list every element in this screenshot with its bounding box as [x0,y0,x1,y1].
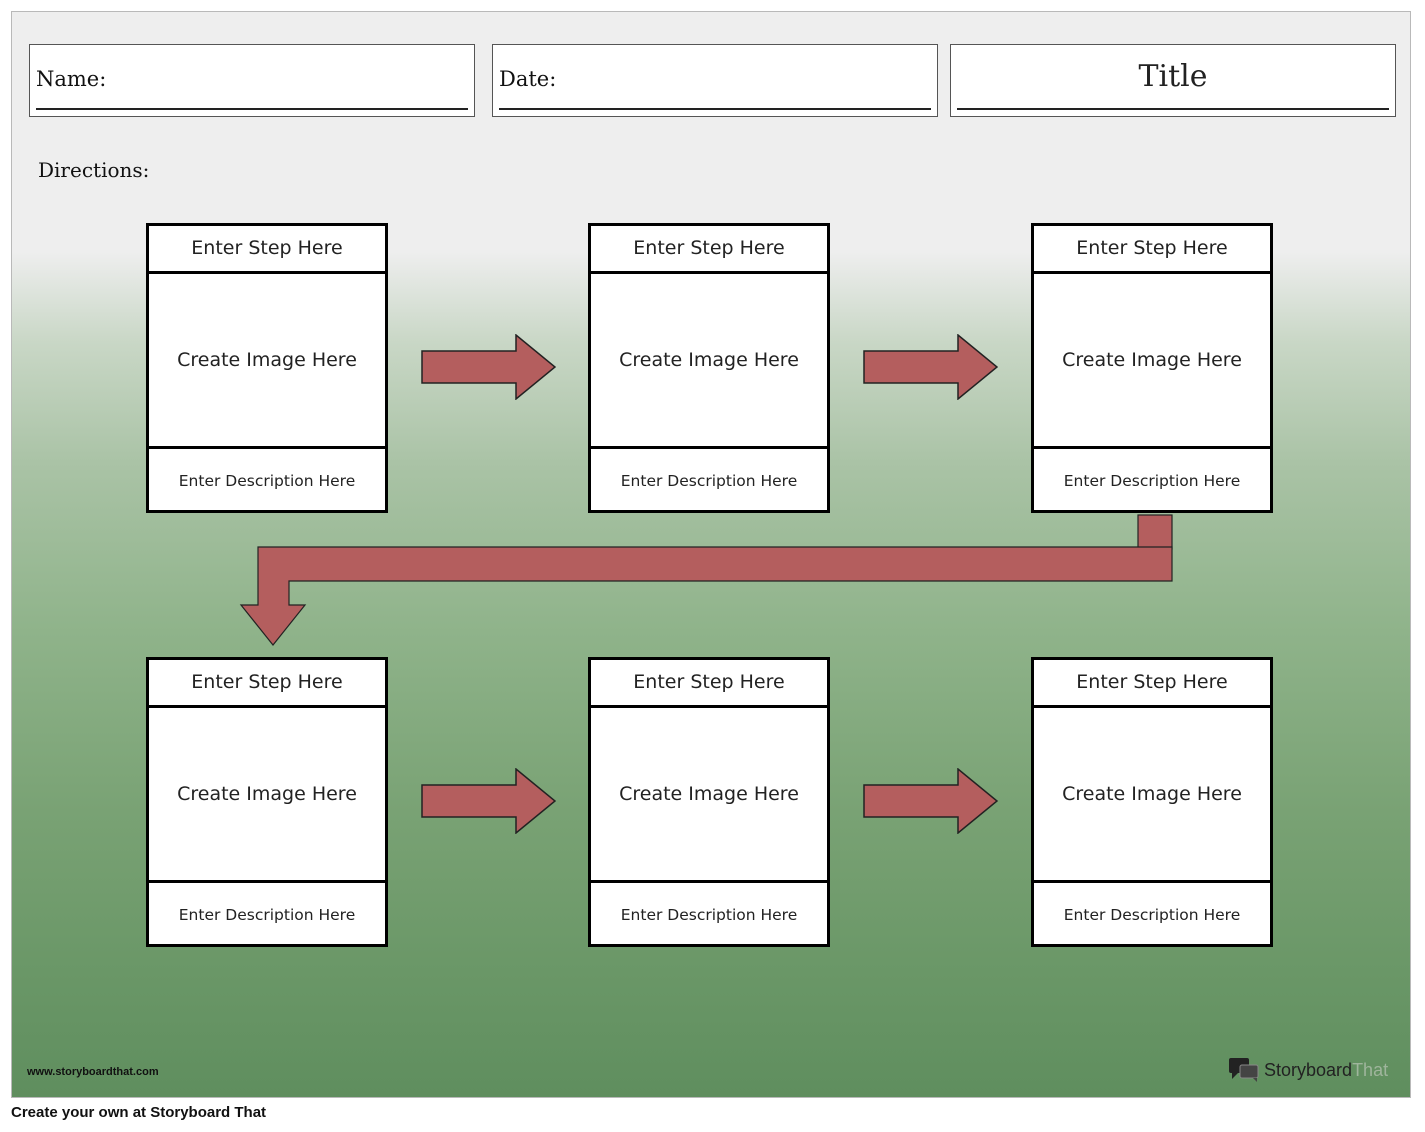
image-area[interactable]: Create Image Here [1062,349,1242,371]
storyboard-cell-6[interactable]: Enter Step Here Create Image Here Enter … [1031,657,1273,947]
storyboard-cell-5[interactable]: Enter Step Here Create Image Here Enter … [588,657,830,947]
storyboard-cell-3[interactable]: Enter Step Here Create Image Here Enter … [1031,223,1273,513]
directions-label: Directions: [38,158,150,182]
image-area[interactable]: Create Image Here [177,783,357,805]
name-field[interactable]: Name: [29,44,475,117]
step-title[interactable]: Enter Step Here [149,226,385,274]
name-underline [36,108,468,110]
title-field[interactable]: Title [950,44,1396,117]
image-area[interactable]: Create Image Here [1062,783,1242,805]
name-label: Name: [36,67,107,91]
right-arrow-icon [863,334,998,400]
storyboardthat-logo[interactable]: StoryboardThat [1228,1056,1388,1084]
step-title[interactable]: Enter Step Here [149,660,385,708]
description-area[interactable]: Enter Description Here [591,446,827,510]
description-area[interactable]: Enter Description Here [1034,446,1270,510]
right-arrow-icon [863,768,998,834]
step-title[interactable]: Enter Step Here [591,226,827,274]
logo-wordmark: StoryboardThat [1264,1060,1388,1081]
description-area[interactable]: Enter Description Here [591,880,827,944]
watermark-url: www.storyboardthat.com [27,1066,159,1078]
down-connector-arrow-icon [239,514,1173,646]
right-arrow-icon [421,334,556,400]
image-area[interactable]: Create Image Here [619,783,799,805]
date-underline [499,108,931,110]
footer-link[interactable]: Create your own at Storyboard That [11,1104,267,1121]
storyboard-cell-1[interactable]: Enter Step Here Create Image Here Enter … [146,223,388,513]
description-area[interactable]: Enter Description Here [1034,880,1270,944]
step-title[interactable]: Enter Step Here [1034,660,1270,708]
description-area[interactable]: Enter Description Here [149,880,385,944]
step-title[interactable]: Enter Step Here [591,660,827,708]
storyboardthat-logo-icon [1229,1058,1259,1082]
description-area[interactable]: Enter Description Here [149,446,385,510]
title-underline [957,108,1389,110]
date-field[interactable]: Date: [492,44,938,117]
logo-word-main: Storyboard [1264,1059,1353,1080]
title-text: Title [1138,59,1208,94]
image-area[interactable]: Create Image Here [619,349,799,371]
storyboard-cell-4[interactable]: Enter Step Here Create Image Here Enter … [146,657,388,947]
right-arrow-icon [421,768,556,834]
step-title[interactable]: Enter Step Here [1034,226,1270,274]
image-area[interactable]: Create Image Here [177,349,357,371]
date-label: Date: [499,67,557,91]
logo-word-light: That [1352,1059,1389,1080]
worksheet: Name: Date: Title Directions: Enter Step… [11,11,1411,1098]
storyboard-cell-2[interactable]: Enter Step Here Create Image Here Enter … [588,223,830,513]
